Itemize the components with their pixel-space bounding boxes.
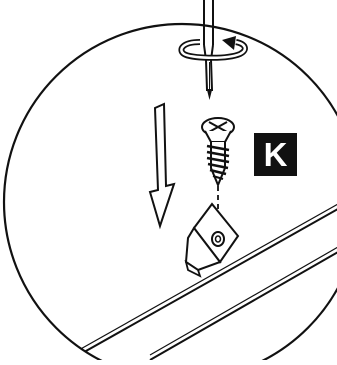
- down-arrow-icon: [148, 102, 176, 230]
- panel-edges: [69, 199, 337, 361]
- rotation-arrow-icon: [178, 36, 248, 61]
- part-label-badge: K: [254, 133, 297, 176]
- screw-icon: [201, 117, 235, 188]
- corner-bracket-icon: [184, 202, 240, 278]
